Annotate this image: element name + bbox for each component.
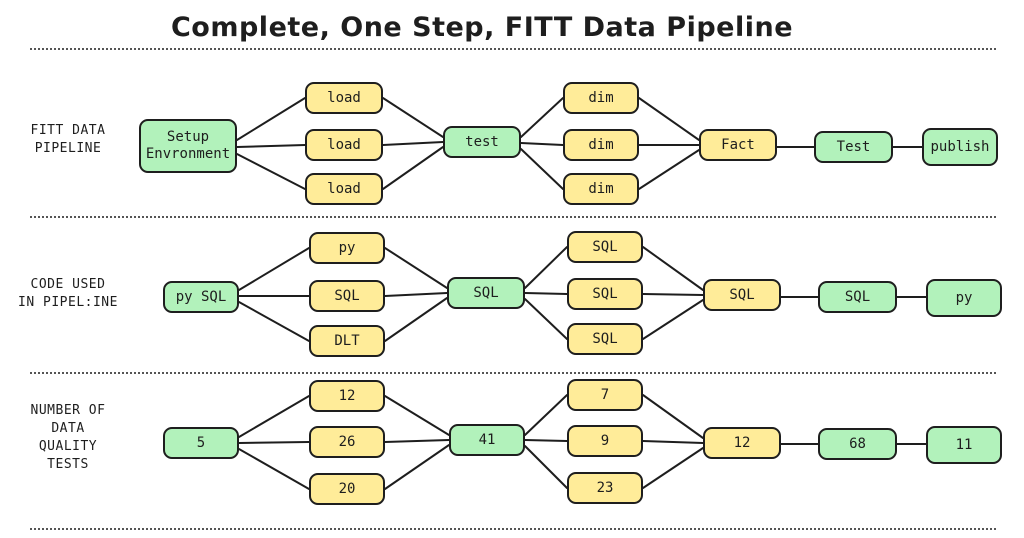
separator-line bbox=[30, 528, 996, 530]
node-dim-3: dim bbox=[563, 173, 639, 205]
diagram-title: Complete, One Step, FITT Data Pipeline bbox=[170, 12, 794, 43]
node-tests-publish: 11 bbox=[926, 426, 1002, 464]
node-tests-test: 41 bbox=[449, 424, 525, 456]
row-label-line: PIPELINE bbox=[34, 141, 102, 156]
node-tests-load-1: 12 bbox=[309, 380, 385, 412]
node-load-1: load bbox=[305, 82, 383, 114]
node-code-sql-dim-1: SQL bbox=[567, 231, 643, 263]
node-code-sql-dim-3: SQL bbox=[567, 323, 643, 355]
node-load-3: load bbox=[305, 173, 383, 205]
node-dim-1: dim bbox=[563, 82, 639, 114]
node-tests-setup: 5 bbox=[163, 427, 239, 459]
node-fact: Fact bbox=[699, 129, 777, 161]
row-label-line: DATA bbox=[51, 421, 85, 436]
node-test: test bbox=[443, 126, 521, 158]
node-tests-load-3: 20 bbox=[309, 473, 385, 505]
row-label-line: FITT DATA bbox=[30, 123, 106, 138]
node-tests-dim-1: 7 bbox=[567, 379, 643, 411]
node-code-dlt: DLT bbox=[309, 325, 385, 357]
node-load-2: load bbox=[305, 129, 383, 161]
row-label-line: CODE USED bbox=[30, 277, 106, 292]
row-label-code: CODE USED IN PIPEL:INE bbox=[6, 276, 130, 312]
node-code-sql-dim-2: SQL bbox=[567, 278, 643, 310]
node-py-sql: py SQL bbox=[163, 281, 239, 313]
row-label-line: IN PIPEL:INE bbox=[18, 295, 118, 310]
node-tests-final-test: 68 bbox=[818, 428, 897, 460]
row-label-pipeline: FITT DATA PIPELINE bbox=[6, 122, 130, 158]
node-code-sql-test: SQL bbox=[447, 277, 525, 309]
node-tests-load-2: 26 bbox=[309, 426, 385, 458]
separator-line bbox=[30, 372, 996, 374]
row-label-line: TESTS bbox=[47, 457, 89, 472]
node-test-final: Test bbox=[814, 131, 893, 163]
node-dim-2: dim bbox=[563, 129, 639, 161]
node-code-py-publish: py bbox=[926, 279, 1002, 317]
node-tests-fact: 12 bbox=[703, 427, 781, 459]
node-tests-dim-2: 9 bbox=[567, 425, 643, 457]
row-label-line: NUMBER OF bbox=[30, 403, 106, 418]
separator-line bbox=[30, 48, 996, 50]
node-code-sql-final-test: SQL bbox=[818, 281, 897, 313]
node-code-py: py bbox=[309, 232, 385, 264]
row-label-tests: NUMBER OF DATA QUALITY TESTS bbox=[6, 402, 130, 474]
row-label-line: QUALITY bbox=[38, 439, 98, 454]
node-code-sql-fact: SQL bbox=[703, 279, 781, 311]
node-setup-environment: Setup Envronment bbox=[139, 119, 237, 173]
node-publish: publish bbox=[922, 128, 998, 166]
node-tests-dim-3: 23 bbox=[567, 472, 643, 504]
node-code-sql: SQL bbox=[309, 280, 385, 312]
separator-line bbox=[30, 216, 996, 218]
